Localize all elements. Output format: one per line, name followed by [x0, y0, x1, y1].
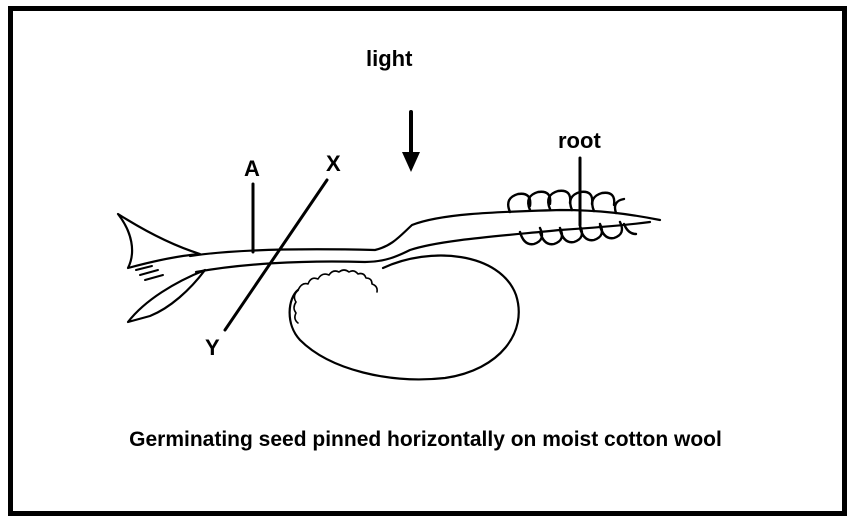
figure-caption: Germinating seed pinned horizontally on …: [0, 428, 851, 452]
light-arrow: [402, 112, 420, 172]
light-label: light: [366, 48, 412, 70]
plumule-leaves: [118, 214, 205, 322]
label-x: X: [326, 153, 341, 175]
label-a: A: [244, 158, 260, 180]
root-label: root: [558, 130, 601, 152]
root-hairs: [508, 191, 636, 245]
line-xy: [225, 180, 327, 330]
seed-cotyledon: [290, 256, 519, 380]
label-y: Y: [205, 337, 220, 359]
